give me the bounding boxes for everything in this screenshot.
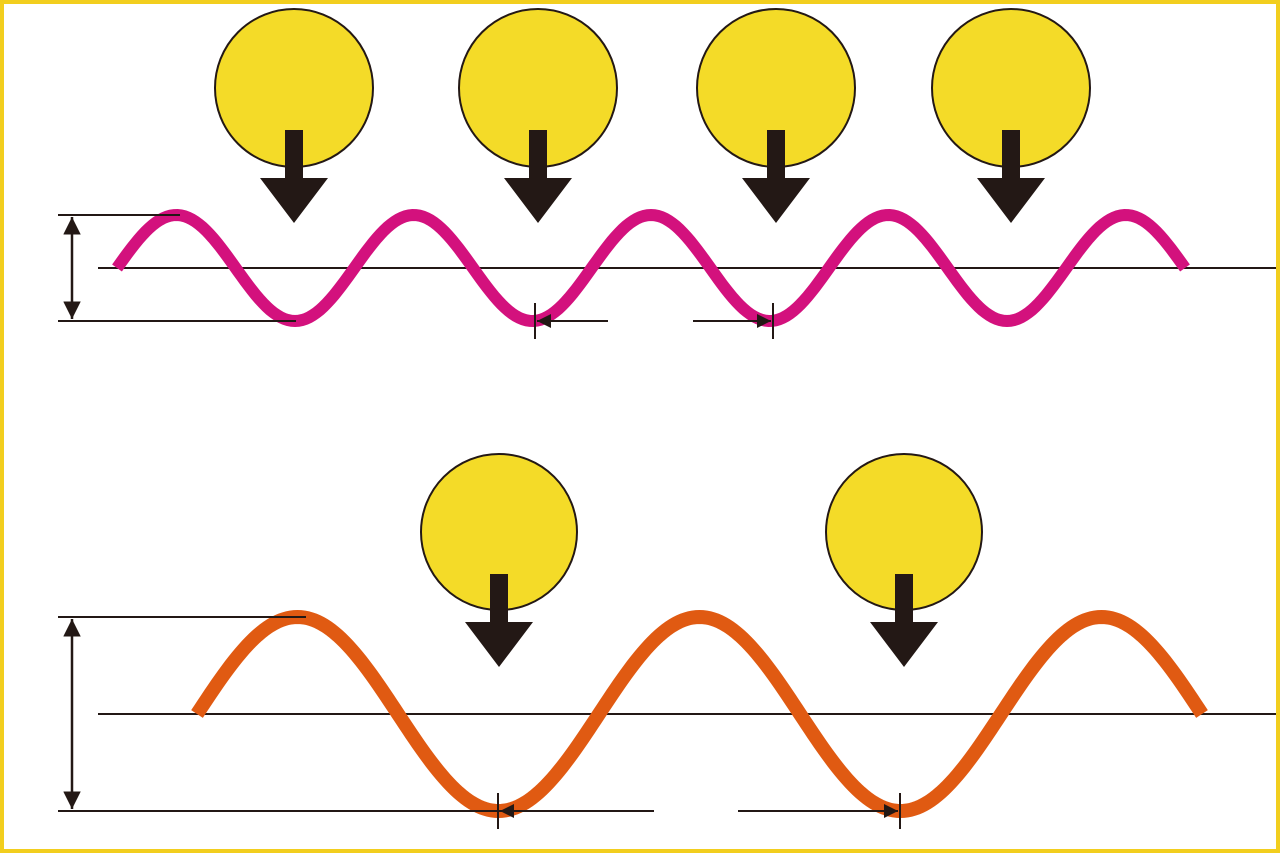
down-arrow-icon — [465, 574, 533, 667]
down-arrow-icon — [870, 574, 938, 667]
down-arrow-icon — [742, 130, 810, 223]
long-wavelength-panel — [58, 453, 1276, 829]
down-arrow-icon — [504, 130, 572, 223]
wave-curve — [191, 609, 1208, 819]
short-wavelength-panel — [58, 8, 1276, 339]
down-arrow-icon — [260, 130, 328, 223]
down-arrow-icon — [977, 130, 1045, 223]
